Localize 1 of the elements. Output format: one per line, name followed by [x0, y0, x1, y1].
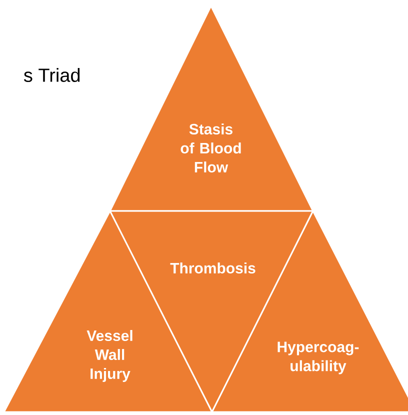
title: s Triad — [24, 68, 80, 82]
